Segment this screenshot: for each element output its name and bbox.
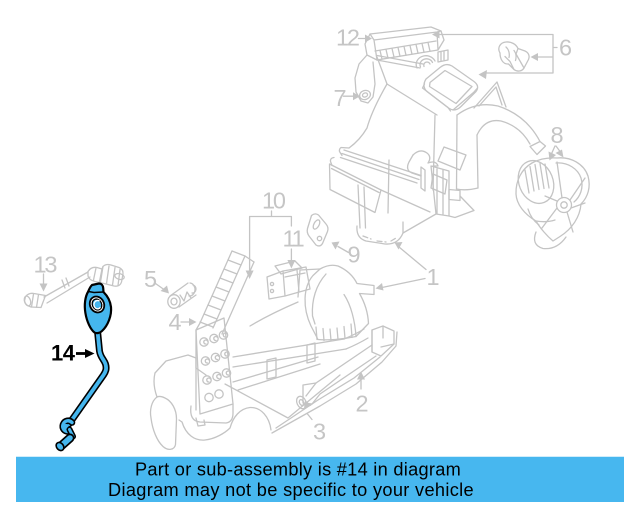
svg-text:12: 12 bbox=[336, 25, 359, 51]
svg-text:7: 7 bbox=[334, 85, 346, 111]
svg-text:9: 9 bbox=[348, 242, 360, 268]
svg-text:13: 13 bbox=[34, 252, 58, 278]
svg-text:10: 10 bbox=[262, 188, 286, 214]
svg-text:14: 14 bbox=[51, 341, 76, 366]
svg-text:2: 2 bbox=[356, 391, 368, 417]
svg-text:11: 11 bbox=[283, 226, 304, 252]
svg-text:1: 1 bbox=[427, 264, 439, 290]
svg-text:Diagram may not be specific to: Diagram may not be specific to your vehi… bbox=[108, 480, 474, 500]
svg-text:Part or sub-assembly is #14 in: Part or sub-assembly is #14 in diagram bbox=[135, 459, 461, 479]
